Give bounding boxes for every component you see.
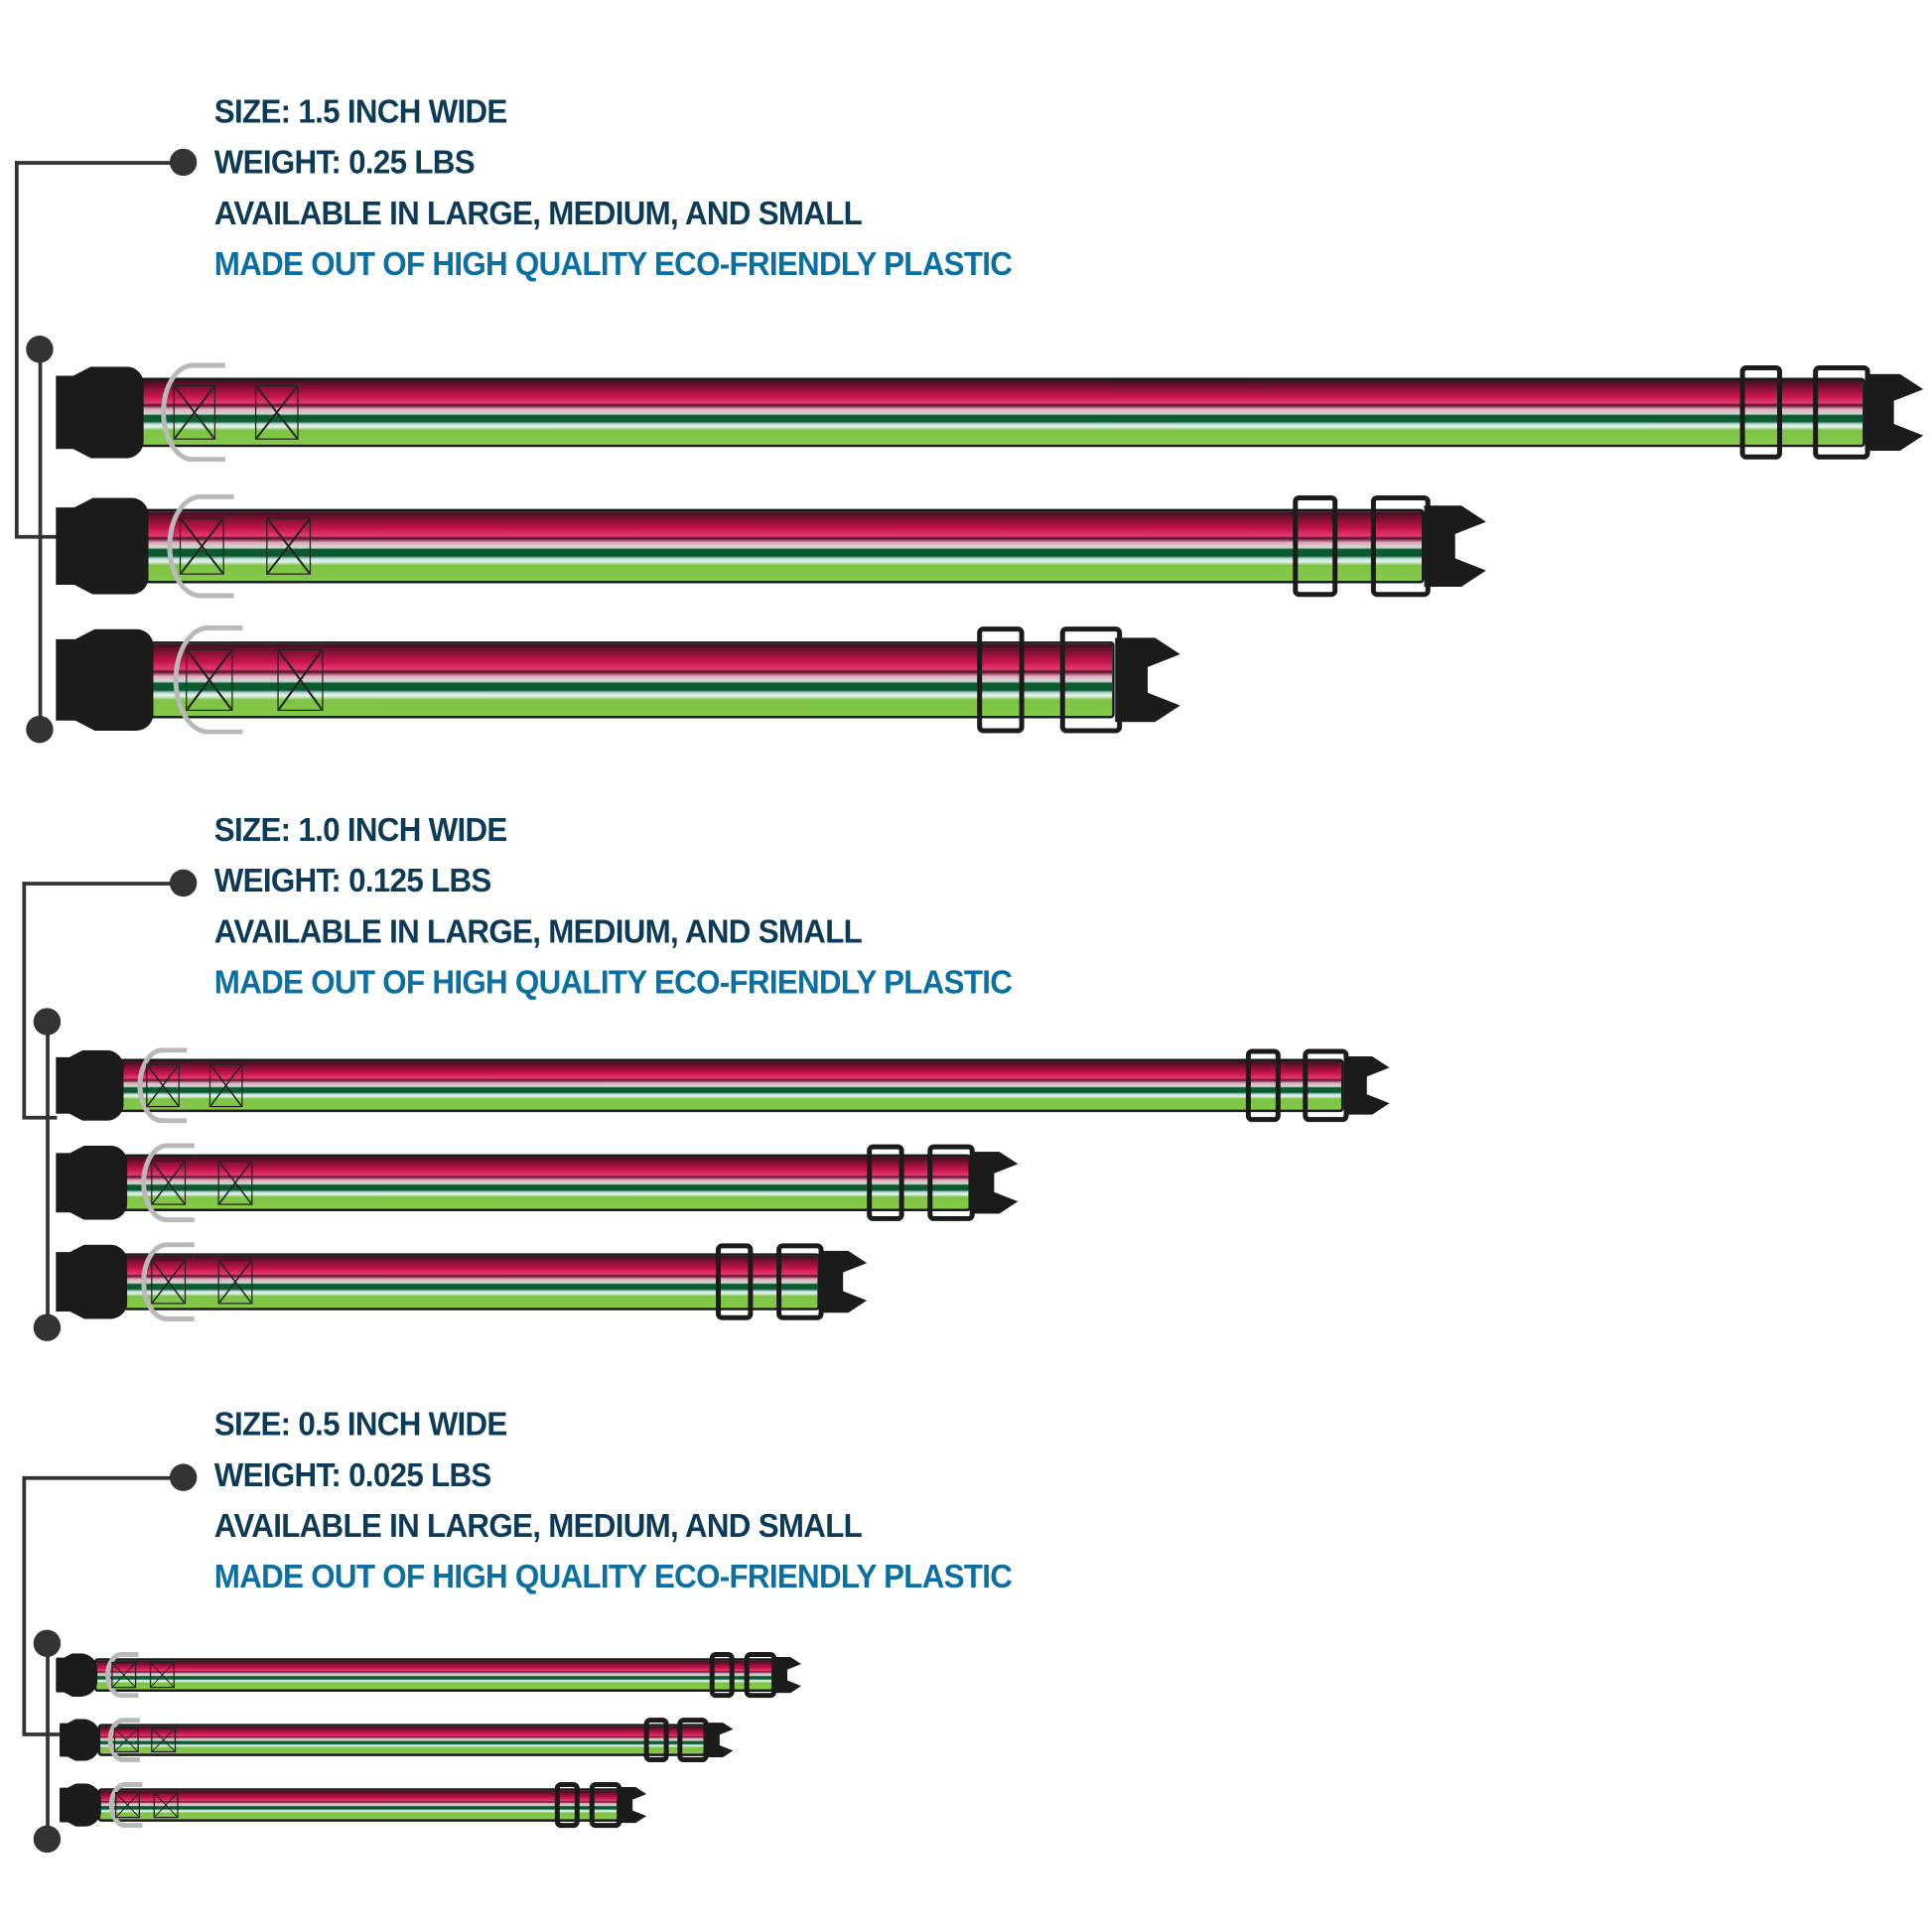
size-label: SIZE: 1.0 INCH WIDE (213, 811, 508, 849)
buckle-frame (926, 1144, 976, 1222)
collar-large (56, 362, 1924, 463)
buckle-male (1115, 636, 1180, 723)
stitch-box (114, 1791, 140, 1819)
stitch-box (255, 384, 299, 441)
collar-small (59, 1781, 647, 1829)
collar-large (56, 1046, 1390, 1124)
buckle-female (56, 1049, 124, 1121)
buckle-female (56, 497, 149, 595)
striped-strap (98, 1788, 620, 1822)
material-label: MADE OUT OF HIGH QUALITY ECO-FRIENDLY PL… (213, 963, 1013, 1001)
buckle-male (1344, 1055, 1390, 1116)
weight-label: WEIGHT: 0.25 LBS (213, 143, 476, 182)
material-label: MADE OUT OF HIGH QUALITY ECO-FRIENDLY PL… (213, 1558, 1013, 1595)
collar-medium (56, 493, 1486, 599)
striped-strap (137, 377, 1865, 448)
buckle-male (1864, 373, 1924, 452)
slider (1245, 1048, 1282, 1123)
stitch-box (150, 1662, 176, 1689)
stitch-box (266, 516, 312, 576)
collar-small (56, 624, 1180, 736)
slider (643, 1718, 669, 1762)
buckle-female (56, 1145, 128, 1220)
d-ring (167, 493, 234, 599)
buckle-female (56, 1244, 128, 1319)
collar-large (56, 1651, 802, 1699)
material-label: MADE OUT OF HIGH QUALITY ECO-FRIENDLY PL… (213, 244, 1013, 283)
buckle-male (1424, 505, 1486, 587)
weight-label: WEIGHT: 0.125 LBS (213, 862, 492, 899)
buckle-male (706, 1722, 734, 1758)
buckle-female (56, 628, 154, 731)
slider (867, 1144, 904, 1222)
stitch-box (217, 1259, 253, 1305)
buckle-male (819, 1250, 868, 1313)
d-ring (141, 1241, 195, 1322)
striped-strap (122, 1154, 971, 1211)
size-label: SIZE: 1.5 INCH WIDE (213, 92, 508, 130)
stitch-box (186, 649, 233, 711)
buckle-female (56, 1653, 98, 1697)
buckle-frame (589, 1782, 621, 1828)
striped-strap (118, 1058, 1345, 1113)
d-ring (107, 1717, 140, 1763)
buckle-frame (775, 1243, 825, 1320)
stitch-box (151, 1160, 187, 1205)
d-ring (109, 1781, 143, 1829)
stitch-box (113, 1726, 139, 1753)
striped-strap (96, 1724, 707, 1756)
buckle-frame (677, 1718, 710, 1762)
collar-medium (56, 1142, 1019, 1223)
size-label: SIZE: 0.5 INCH WIDE (213, 1405, 508, 1444)
slider (977, 626, 1025, 733)
stitch-box (111, 1662, 137, 1689)
stitch-box (154, 1791, 179, 1819)
collar-medium (59, 1717, 734, 1763)
stitch-box (151, 1259, 187, 1305)
buckle-female (56, 366, 144, 459)
weight-label: WEIGHT: 0.025 LBS (213, 1455, 492, 1494)
slider (716, 1243, 754, 1320)
d-ring (105, 1651, 139, 1699)
buckle-frame (1370, 495, 1431, 597)
availability-label: AVAILABLE IN LARGE, MEDIUM, AND SMALL (213, 912, 863, 950)
d-ring (161, 362, 225, 463)
availability-label: AVAILABLE IN LARGE, MEDIUM, AND SMALL (213, 194, 863, 232)
stitch-box (151, 1726, 177, 1753)
buckle-male (773, 1656, 802, 1694)
buckle-male (970, 1151, 1019, 1214)
stitch-box (173, 384, 216, 441)
buckle-frame (1303, 1048, 1349, 1123)
slider (1293, 495, 1338, 597)
stitch-box (179, 516, 224, 576)
buckle-frame (744, 1652, 776, 1698)
buckle-male (619, 1786, 647, 1824)
collar-small (56, 1241, 868, 1322)
slider (1739, 364, 1783, 461)
buckle-female (59, 1719, 100, 1761)
stitch-box (209, 1064, 243, 1107)
d-ring (141, 1142, 195, 1223)
d-ring (137, 1046, 188, 1124)
d-ring (173, 624, 243, 736)
buckle-frame (1813, 364, 1870, 461)
striped-strap (142, 509, 1425, 584)
striped-strap (94, 1658, 774, 1692)
stitch-box (217, 1160, 253, 1205)
stitch-box (277, 649, 325, 711)
buckle-female (59, 1783, 101, 1827)
slider (709, 1652, 735, 1698)
stitch-box (146, 1064, 180, 1107)
availability-label: AVAILABLE IN LARGE, MEDIUM, AND SMALL (213, 1507, 863, 1545)
buckle-frame (1059, 626, 1122, 733)
slider (554, 1782, 580, 1828)
